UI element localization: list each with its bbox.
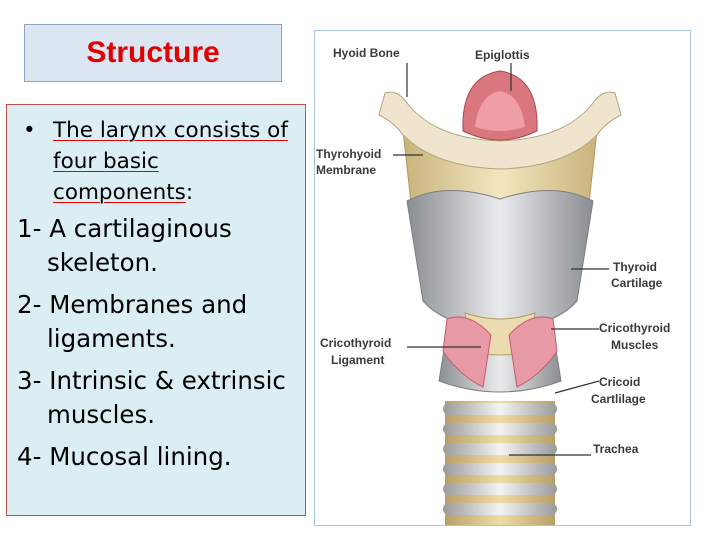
label-cricoid-1: Cricoid (599, 375, 641, 389)
label-thyrohyoid-2: Membrane (316, 163, 377, 177)
larynx-diagram: Hyoid Bone Epiglottis Thyrohyoid Membran… (314, 30, 691, 526)
label-thyrohyoid-1: Thyrohyoid (316, 147, 382, 161)
bullet-glyph: • (23, 118, 36, 143)
label-cricoid-2: Cartlilage (591, 392, 646, 406)
label-epiglottis: Epiglottis (475, 48, 530, 62)
hyoid-bone (378, 91, 622, 170)
content-box: • The larynx consists of four basic comp… (6, 104, 306, 516)
trachea-rings (443, 401, 557, 525)
component-item: 2- Membranes and ligaments. (17, 290, 248, 353)
intro-line-3-suffix: : (185, 180, 194, 205)
label-hyoid-bone: Hyoid Bone (333, 46, 400, 60)
component-item: 3- Intrinsic & extrinsic muscles. (17, 366, 286, 429)
thyroid-cartilage (406, 190, 594, 332)
component-item: 1- A cartilaginous skeleton. (17, 214, 232, 277)
intro-line-1: The larynx consists of (53, 118, 288, 143)
intro-line-2: four basic (53, 149, 159, 174)
label-cricothyroid-ligament-2: Ligament (331, 353, 385, 367)
larynx-illustration (378, 63, 622, 525)
slide-title: Structure (86, 36, 220, 69)
cricothyroid-muscle-right (508, 316, 558, 388)
label-thyroid-2: Cartilage (611, 276, 663, 290)
intro-line-3: components (53, 180, 186, 205)
label-trachea: Trachea (593, 442, 639, 456)
label-cricothyroid-muscles-1: Cricothyroid (599, 321, 671, 335)
leader-lines (393, 63, 609, 456)
cricothyroid-muscle-left (442, 316, 492, 388)
label-cricothyroid-muscles-2: Muscles (611, 338, 659, 352)
label-thyroid-1: Thyroid (613, 260, 657, 274)
slide-title-box: Structure (24, 24, 282, 82)
component-item: 4- Mucosal lining. (17, 442, 232, 471)
label-cricothyroid-ligament-1: Cricothyroid (320, 336, 392, 350)
intro-bullet: • The larynx consists of four basic comp… (17, 115, 297, 208)
